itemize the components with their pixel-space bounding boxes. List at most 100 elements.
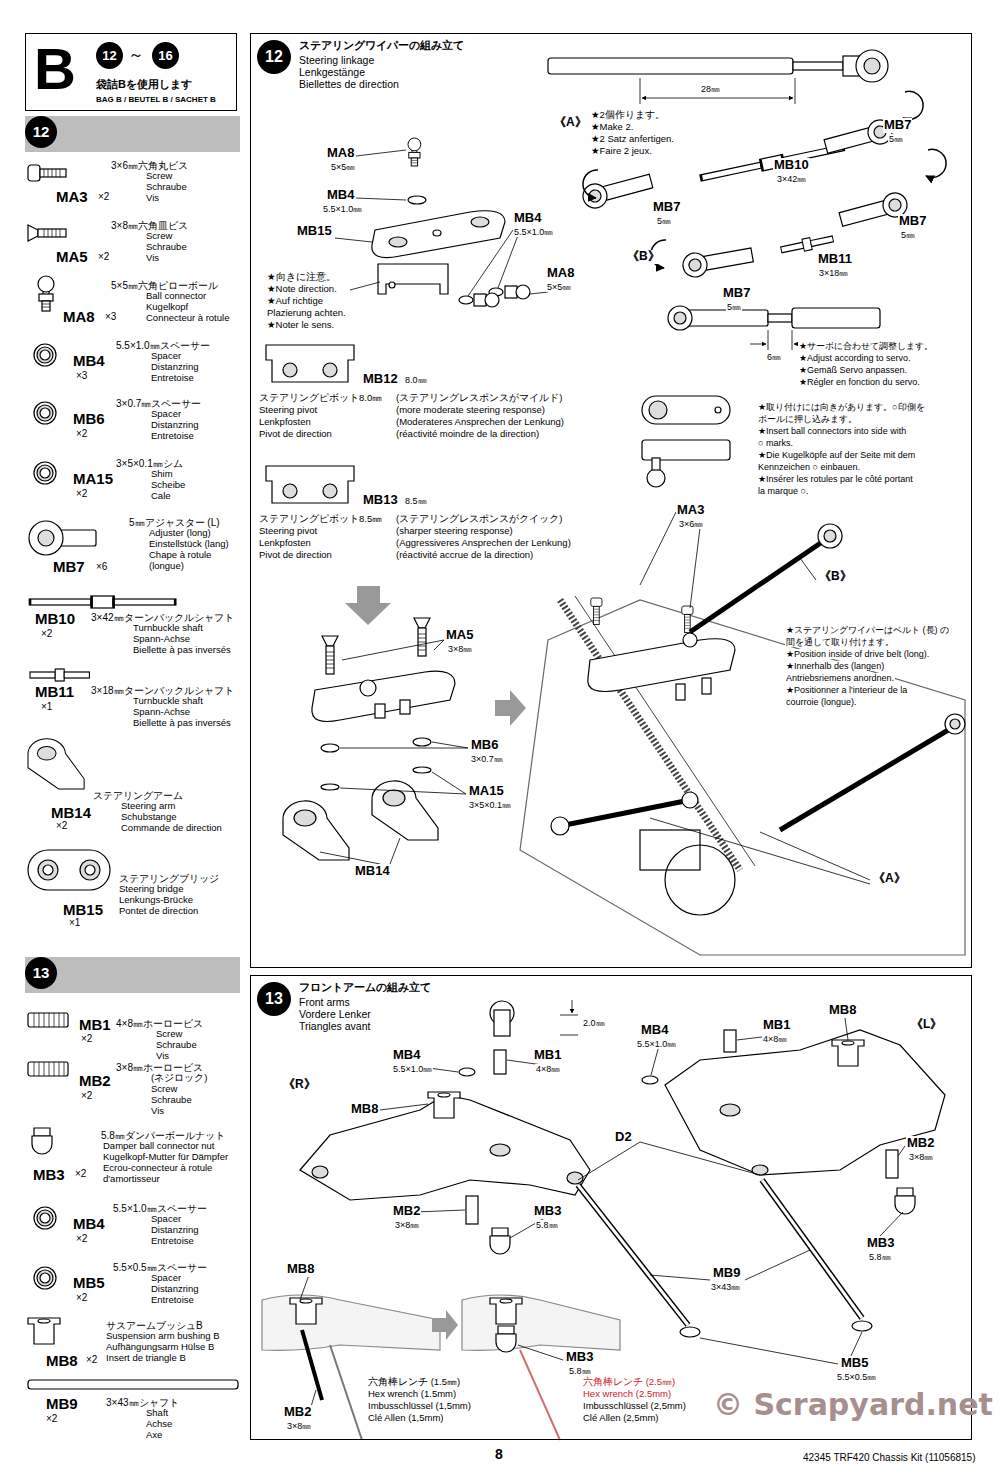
note-text: ★ステアリングワイパーはベルト (長) の <box>785 625 950 635</box>
note-text: ★Die Kugelköpfe auf der Seite mit dem <box>757 450 916 460</box>
note-text: 3×6㎜ <box>678 519 704 529</box>
front-arm-drawing <box>262 1000 945 1440</box>
steering-linkage-drawing-part <box>389 237 407 247</box>
part-code: MB9 <box>712 1266 741 1281</box>
note-text: ×2 <box>55 820 68 832</box>
note-text: ×3 <box>75 370 88 382</box>
steering-linkage-drawing-part <box>408 138 421 166</box>
steering-linkage-drawing-part <box>485 293 499 307</box>
steering-linkage-drawing-part <box>780 726 955 830</box>
steering-linkage-drawing-part <box>640 830 700 870</box>
note-text: Vis <box>155 1051 170 1062</box>
note-text: 5.5×0.5㎜スペーサー <box>112 1262 208 1274</box>
steering-linkage-drawing-part <box>400 700 410 714</box>
note-text: 5㎜アジャスター (L) <box>128 517 221 529</box>
note-text: Suspension arm bushing B <box>105 1331 221 1342</box>
step-number: 12 <box>257 40 291 74</box>
step-number: 13 <box>25 957 57 989</box>
steering-linkage-drawing-part <box>345 586 391 625</box>
part-code: MB10 <box>34 610 76 627</box>
node-text: ～ <box>128 46 144 64</box>
note-text: 5㎜ <box>888 134 904 144</box>
part-icons-part <box>28 225 66 241</box>
steering-linkage-drawing-part <box>642 440 730 460</box>
part-code: MB3 <box>32 1166 66 1183</box>
note-text: 3×43㎜シャフト <box>105 1397 180 1409</box>
node-text: Front arms <box>299 996 350 1008</box>
part-code: MB7 <box>722 286 751 301</box>
note-text: ステアリングアーム <box>92 790 184 802</box>
part-code: MA5 <box>445 628 474 643</box>
front-arm-drawing-part <box>262 1295 440 1350</box>
note-text: ×2 <box>74 1168 87 1180</box>
node-text: Lenkgestänge <box>299 66 365 78</box>
part-icons-part <box>28 1013 68 1027</box>
note-text: 3×5×0.1㎜シム <box>115 458 184 470</box>
leader-lines-part <box>898 1146 905 1156</box>
note-text: 8.5㎜ <box>404 496 428 506</box>
step-number: 16 <box>152 42 179 69</box>
step-number: 12 <box>25 116 57 148</box>
steering-linkage-drawing-part-part <box>700 142 845 184</box>
steering-linkage-drawing-part <box>818 524 842 548</box>
note-text: ★Insert ball connectors into side with <box>757 426 907 436</box>
leader-lines-part <box>650 818 870 884</box>
steering-linkage-drawing-part <box>715 407 721 413</box>
steering-linkage-drawing-part <box>700 142 845 184</box>
leader-lines-part <box>342 640 444 660</box>
part-code: MB7 <box>898 214 927 229</box>
note-text: Lenkpfosten <box>258 417 312 428</box>
steering-linkage-drawing <box>266 50 965 955</box>
note-text: Entretoise <box>150 1295 195 1306</box>
note-text: 3×42㎜ターンバックルシャフト <box>90 612 235 624</box>
part-code: MB2 <box>78 1072 112 1089</box>
leader-lines-part <box>880 1212 903 1236</box>
steering-linkage-drawing-part-part <box>688 258 702 272</box>
note-text: 5.5×1.0㎜ <box>636 1039 677 1049</box>
note-text: ★Insérer les rotules par le côté portant <box>757 474 914 484</box>
note-text: ★Régler en fonction du servo. <box>798 377 921 387</box>
part-icons-part <box>34 1207 56 1229</box>
leader-lines-part <box>700 1338 838 1364</box>
note-text: 3×0.7㎜スペーサー <box>115 398 202 410</box>
note-text: Schraube <box>145 242 188 253</box>
steering-linkage-drawing-part <box>389 282 395 288</box>
part-code: MB8 <box>350 1102 379 1117</box>
steering-linkage-drawing-part <box>323 484 337 498</box>
front-arm-drawing-part <box>490 1144 510 1156</box>
front-arm-drawing-part <box>832 1040 864 1066</box>
note-text: Vis <box>150 1106 165 1117</box>
note-text: Lenkpfosten <box>258 538 312 549</box>
note-text: 5㎜ <box>656 216 672 226</box>
front-arm-drawing-part <box>496 1326 516 1352</box>
steering-linkage-drawing-part <box>495 690 526 726</box>
step-bar: 12 <box>25 116 240 152</box>
note-text: Screw <box>145 231 173 242</box>
steering-linkage-drawing-part <box>375 704 385 718</box>
steering-linkage-drawing-part <box>792 330 793 350</box>
part-code: MB4 <box>72 1215 106 1232</box>
note-text: Schraube <box>145 182 188 193</box>
node-text: フロントアームの組み立て <box>299 981 431 994</box>
steering-linkage-drawing-part <box>323 363 337 377</box>
note-text: 2.0㎜ <box>582 1018 606 1028</box>
note-text: 5.5×1.0㎜スペーサー <box>115 340 211 352</box>
part-code: MA15 <box>468 784 505 799</box>
note-text: Achse <box>145 1419 173 1430</box>
note-text: 3×8㎜ <box>447 644 473 654</box>
note-text: Chape à rotule <box>148 550 212 561</box>
part-icons-part <box>38 860 58 880</box>
note-text: 5.5×1.0㎜ <box>392 1064 433 1074</box>
node-text: 袋詰Bを使用します <box>96 78 192 91</box>
node-text: BAG B / BEUTEL B / SACHET B <box>96 95 216 104</box>
front-arm-drawing-part <box>852 1321 872 1331</box>
leader-lines-part <box>415 1210 465 1212</box>
steering-linkage-drawing-part <box>520 600 965 955</box>
steering-linkage-drawing-part <box>266 466 354 503</box>
front-arm-drawing-part <box>762 1180 862 1318</box>
note-text: Steering arm <box>120 801 176 812</box>
steering-linkage-drawing-part <box>575 596 755 866</box>
part-icons-part <box>28 739 84 789</box>
steering-linkage-drawing-part <box>649 401 667 419</box>
